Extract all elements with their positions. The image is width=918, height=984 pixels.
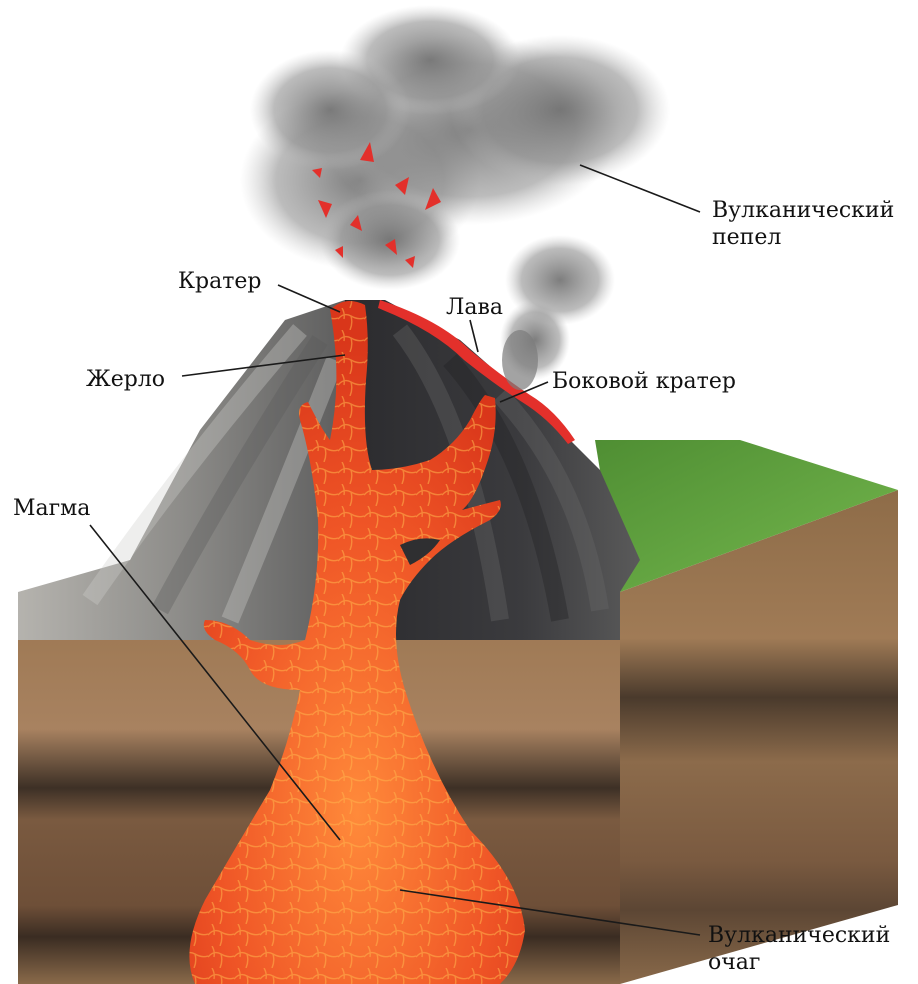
label-volcanic-ash: Вулканический пепел — [712, 197, 894, 251]
label-volcanic-chamber: Вулканический очаг — [708, 922, 890, 976]
leader-ash — [580, 165, 700, 212]
leader-crater — [278, 285, 340, 312]
label-crater: Кратер — [178, 268, 262, 295]
label-side-crater: Боковой кратер — [552, 368, 736, 395]
label-vent: Жерло — [86, 366, 165, 393]
side-vent-smoke — [502, 330, 538, 390]
leader-lava — [470, 320, 478, 352]
label-magma: Магма — [13, 495, 90, 522]
label-lava: Лава — [446, 294, 503, 321]
